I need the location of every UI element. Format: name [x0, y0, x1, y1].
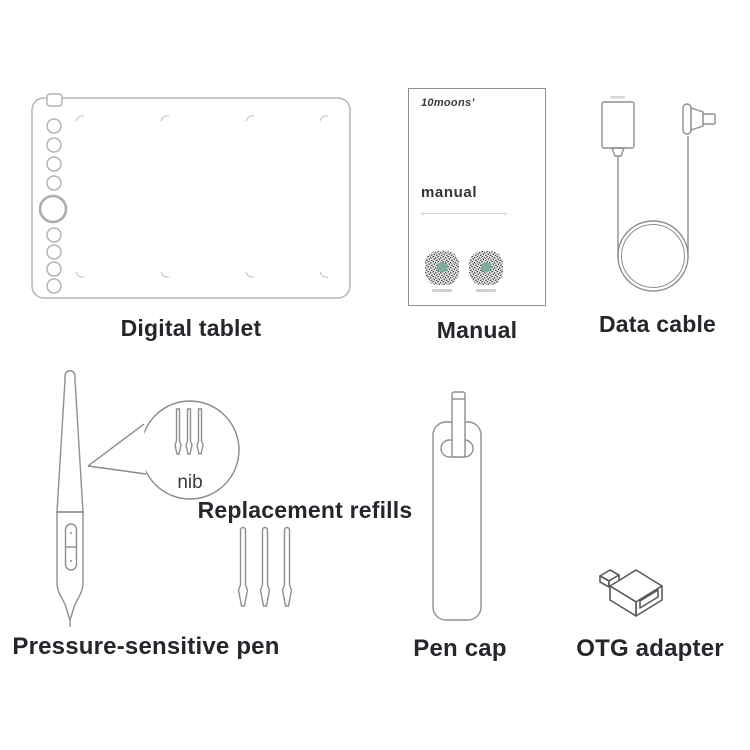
pen-tail-in-cap [451, 391, 466, 458]
pen-grip [56, 511, 84, 623]
otg-adapter-drawing [599, 569, 663, 617]
manual-qr-caption-right [476, 289, 496, 292]
nib-callout-text: nib [177, 472, 202, 493]
balloon-tail-top [87, 423, 145, 467]
otg-label: OTG adapter [576, 635, 724, 662]
balloon-tail-fill [88, 424, 146, 474]
pen-cap-label: Pen cap [413, 635, 507, 662]
digital-tablet-drawing [31, 93, 351, 299]
otg-usb-opening [639, 589, 659, 609]
tablet-corner-marks [75, 115, 329, 278]
manual-qr-caption-left [432, 289, 452, 292]
tablet-body [31, 97, 351, 299]
manual-label: Manual [436, 317, 518, 343]
data-cable-drawing [601, 96, 716, 292]
pen-drawing [56, 370, 84, 627]
cable-loop-inner [621, 224, 685, 288]
pen-rocker-button [64, 523, 78, 571]
plug-fine-print [610, 96, 625, 99]
manual-cover-title: manual [421, 184, 478, 201]
manual-drawing: 10moons’ manual [408, 88, 546, 306]
usb-a-plug [601, 101, 635, 149]
manual-subtitle-line [421, 213, 507, 214]
pen-label: Pressure-sensitive pen [12, 633, 280, 660]
balloon-tail-bottom [87, 465, 147, 475]
tablet-dial [38, 194, 68, 224]
tablet-express-keys [38, 118, 68, 294]
data-cable-label: Data cable [598, 311, 717, 337]
digital-tablet-label: Digital tablet [120, 315, 262, 341]
manual-brand-logo: 10moons’ [421, 97, 475, 109]
refills-drawing [237, 526, 293, 607]
pen-cap-drawing [432, 391, 482, 621]
refill-nibs [237, 526, 293, 607]
nib-callout-balloon: nib [87, 400, 240, 500]
cable-boot [610, 147, 626, 157]
nibs-in-balloon [174, 408, 204, 455]
micro-usb-connector [682, 103, 716, 135]
cable-loop-outer [617, 220, 689, 292]
refills-label: Replacement refills [197, 497, 413, 523]
manual-qr-code-left [425, 251, 459, 285]
tablet-top-notch [46, 93, 63, 107]
manual-qr-code-right [469, 251, 503, 285]
pen-barrel [56, 370, 84, 513]
